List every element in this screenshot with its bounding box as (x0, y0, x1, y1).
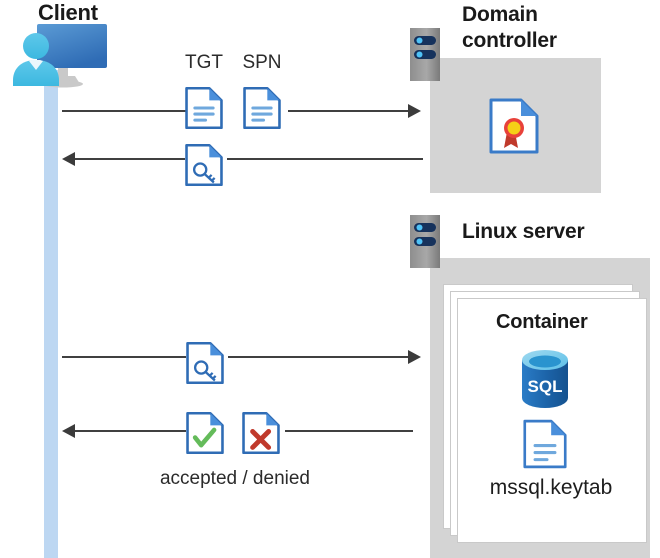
msg-ticket-response-line-left (75, 158, 185, 160)
spn-document-icon (243, 84, 281, 137)
msg-auth-result-line-right (285, 430, 413, 432)
certificate-icon (489, 98, 539, 159)
service-ticket-icon-1 (185, 141, 223, 194)
domain-controller-title-line2: controller (462, 29, 557, 52)
container-title: Container (496, 311, 588, 333)
keytab-file-icon (523, 418, 567, 475)
domain-controller-title-line1: Domain (462, 3, 538, 26)
sql-database-icon: SQL (519, 348, 571, 415)
domain-controller-title: Domain controller (462, 2, 557, 54)
client-workstation-icon (8, 22, 110, 88)
msg-tgt-spn-arrowhead (408, 104, 421, 118)
msg-ticket-response-arrowhead (62, 152, 75, 166)
denied-document-icon (242, 409, 280, 462)
msg-ticket-response-line-right (227, 158, 423, 160)
tgt-document-icon (185, 84, 223, 137)
tgt-label: TGT (185, 52, 223, 73)
msg-tgt-spn-line-left (62, 110, 186, 112)
msg-auth-result-arrowhead (62, 424, 75, 438)
client-title: Client (38, 0, 98, 25)
accepted-denied-caption: accepted / denied (159, 468, 310, 489)
keytab-label: mssql.keytab (489, 476, 613, 499)
msg-ticket-presented-line-right (228, 356, 412, 358)
msg-auth-result-line-left (75, 430, 186, 432)
accepted-document-icon (186, 409, 224, 462)
spn-label: SPN (242, 52, 282, 73)
service-ticket-icon-2 (186, 339, 224, 392)
svg-text:SQL: SQL (528, 377, 563, 396)
domain-controller-server-icon (410, 28, 440, 81)
linux-server-server-icon (410, 215, 440, 268)
msg-ticket-presented-line-left (62, 356, 186, 358)
msg-tgt-spn-line-right (288, 110, 412, 112)
client-lifeline (44, 70, 58, 558)
msg-ticket-presented-arrowhead (408, 350, 421, 364)
linux-server-title: Linux server (462, 220, 585, 243)
